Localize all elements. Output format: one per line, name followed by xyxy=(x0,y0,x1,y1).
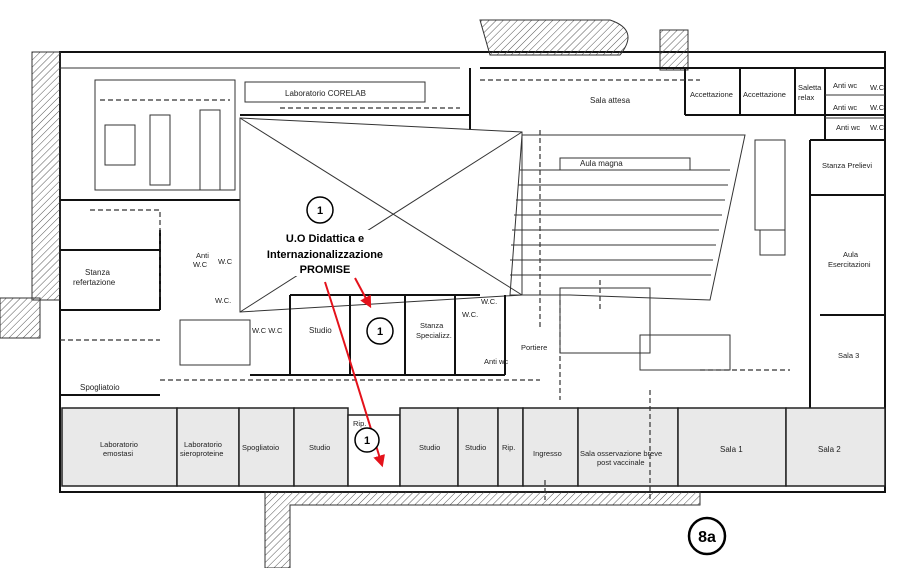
room-stanza-specializz-1: Stanza xyxy=(420,321,444,330)
room-sala-osservazione-1: Sala osservazione breve xyxy=(580,449,662,458)
callout-line-2: Internazionalizzazione xyxy=(267,249,383,261)
room-studio-b3: Studio xyxy=(465,443,486,452)
room-lab-corelab: Laboratorio CORELAB xyxy=(285,89,366,98)
room-spogliatoio-top: Spogliatoio xyxy=(80,383,120,392)
room-sala-3: Sala 3 xyxy=(838,351,859,360)
room-studio-b1: Studio xyxy=(309,443,330,452)
room-accettazione-1: Accettazione xyxy=(690,90,733,99)
room-spogliatoio-bottom: Spogliatoio xyxy=(242,443,279,452)
room-sala-attesa: Sala attesa xyxy=(590,96,631,105)
atrium-void xyxy=(239,117,523,313)
room-wc-pair: W.C W.C xyxy=(252,326,283,335)
right-rooms xyxy=(480,67,885,480)
building-shell xyxy=(0,19,886,568)
marker-1-office xyxy=(366,317,394,345)
room-anti-wc-left-1: Anti xyxy=(196,251,209,260)
red-arrow-to-room xyxy=(354,277,372,309)
room-wc-mid-2: W.C. xyxy=(462,310,478,319)
room-lab-sieroproteine-1: Laboratorio xyxy=(184,440,222,449)
room-rip-1: Rip. xyxy=(353,419,366,428)
room-anti-wc-1: Anti wc xyxy=(833,81,857,90)
room-saletta-relax-2: relax xyxy=(798,93,815,102)
room-wc-left-b: W.C. xyxy=(215,296,231,305)
room-aula-esercitazioni-2: Esercitazioni xyxy=(828,260,871,269)
corelab-area xyxy=(60,67,471,201)
callout-line-1: U.O Didattica e xyxy=(286,233,364,245)
marker-1-bottom xyxy=(354,427,380,453)
room-wc-3: W.C xyxy=(870,123,885,132)
marker-1-atrium-label: 1 xyxy=(317,205,323,217)
room-aula-esercitazioni-1: Aula xyxy=(843,250,859,259)
escape-routes xyxy=(60,79,790,500)
room-lab-emostasi-2: emostasi xyxy=(103,449,133,458)
aula-magna-block xyxy=(509,134,746,301)
room-stanza-prelievi: Stanza Prelievi xyxy=(822,161,872,170)
room-anti-wc-mid: Anti wc xyxy=(484,357,508,366)
room-anti-wc-3: Anti wc xyxy=(836,123,860,132)
room-sala-osservazione-2: post vaccinale xyxy=(597,458,645,467)
callout-background xyxy=(255,230,395,276)
room-portiere: Portiere xyxy=(521,343,547,352)
room-wc-left-a: W.C xyxy=(218,257,233,266)
room-studio-top: Studio xyxy=(309,326,332,335)
room-accettazione-2: Accettazione xyxy=(743,90,786,99)
marker-1-atrium xyxy=(306,196,334,224)
room-sala-2: Sala 2 xyxy=(818,445,841,454)
bottom-row xyxy=(61,407,886,487)
room-anti-wc-left-2: W.C xyxy=(193,260,208,269)
room-anti-wc-2: Anti wc xyxy=(833,103,857,112)
room-rip-2: Rip. xyxy=(502,443,515,452)
callout-line-3: PROMISE xyxy=(300,264,351,276)
room-saletta-relax-1: Saletta xyxy=(798,83,822,92)
room-wc-1: W.C xyxy=(870,83,885,92)
room-studio-b2: Studio xyxy=(419,443,440,452)
room-lab-sieroproteine-2: sieroproteine xyxy=(180,449,223,458)
room-wc-mid-1: W.C. xyxy=(481,297,497,306)
marker-1-bottom-label: 1 xyxy=(364,435,370,447)
room-wc-2: W.C xyxy=(870,103,885,112)
room-aula-magna: Aula magna xyxy=(580,159,623,168)
room-sala-1: Sala 1 xyxy=(720,445,743,454)
room-stanza-refertazione-1: Stanza xyxy=(85,268,110,277)
plan-badge-label: 8a xyxy=(698,529,716,546)
plan-badge xyxy=(687,516,727,556)
room-stanza-specializz-2: Specializz. xyxy=(416,331,452,340)
room-lab-emostasi-1: Laboratorio xyxy=(100,440,138,449)
marker-1-office-label: 1 xyxy=(377,326,383,338)
room-stanza-refertazione-2: refertazione xyxy=(73,278,116,287)
room-ingresso: Ingresso xyxy=(533,449,562,458)
